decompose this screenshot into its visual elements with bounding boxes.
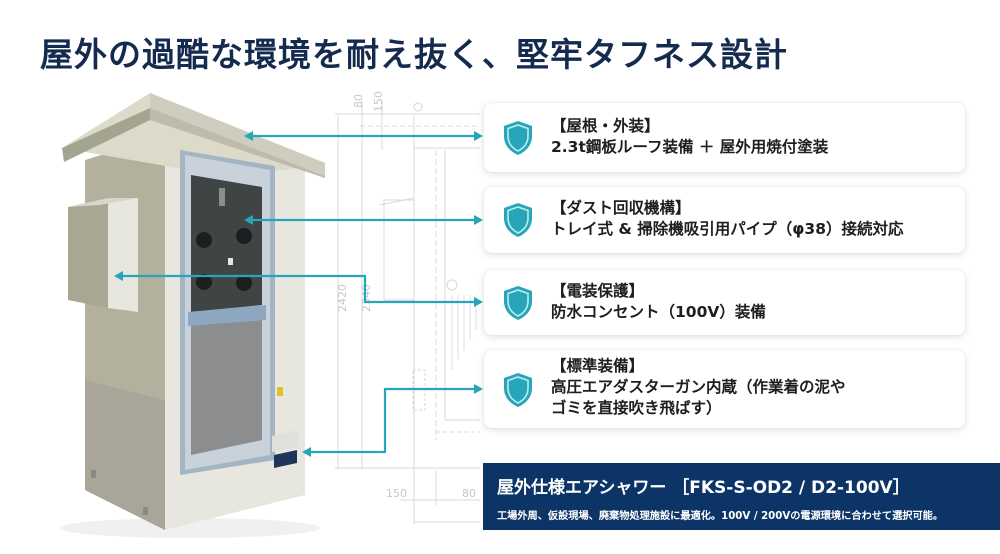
- feature-description: 防水コンセント（100V）装備: [551, 303, 766, 321]
- shield-icon: [504, 203, 532, 237]
- dimension-label: 2420: [336, 284, 349, 312]
- arrow-heads: [114, 131, 483, 457]
- feature-heading: 【標準装備】: [551, 357, 645, 375]
- feature-heading: 【電装保護】: [551, 282, 645, 300]
- shield-icon: [504, 286, 532, 320]
- product-image: [60, 93, 325, 538]
- feature-card-dust: 【ダスト回収機構】 トレイ式 & 掃除機吸引用パイプ（φ38）接続対応: [484, 187, 965, 253]
- drawing-dimension-labels: 80 150 2420 2340 150 80: [336, 91, 476, 500]
- feature-description: トレイ式 & 掃除機吸引用パイプ（φ38）接続対応: [551, 220, 904, 238]
- feature-heading: 【屋根・外装】: [551, 117, 660, 135]
- callout-arrow-equipment: [309, 387, 475, 454]
- shield-icon: [504, 373, 532, 407]
- dimension-label: 2340: [360, 284, 373, 312]
- dimension-label: 150: [372, 91, 385, 112]
- callout-arrow-electrical: [122, 274, 475, 304]
- shield-icon: [504, 121, 532, 155]
- feature-card-equipment: 【標準装備】 高圧エアダスターガン内蔵（作業着の泥や ゴミを直接吹き飛ばす）: [484, 350, 965, 428]
- dimension-label: 80: [462, 487, 476, 500]
- product-summary: 工場外周、仮設現場、廃棄物処理施設に最適化。100V / 200Vの電源環境に合…: [497, 511, 944, 522]
- callout-arrows: [122, 134, 475, 454]
- feature-description: 高圧エアダスターガン内蔵（作業着の泥や: [551, 378, 846, 396]
- dimension-label: 150: [386, 487, 407, 500]
- feature-card-electrical: 【電装保護】 防水コンセント（100V）装備: [484, 270, 965, 335]
- feature-card-roof: 【屋根・外装】 2.3t鋼板ルーフ装備 ＋ 屋外用焼付塗装: [484, 103, 965, 172]
- feature-heading: 【ダスト回収機構】: [551, 199, 691, 217]
- page-title: 屋外の過酷な環境を耐え抜く、堅牢タフネス設計: [40, 35, 788, 74]
- dimension-label: 80: [352, 94, 365, 108]
- product-banner: 屋外仕様エアシャワー ［FKS-S-OD2 / D2-100V］ 工場外周、仮設…: [483, 463, 1000, 530]
- product-model-title: 屋外仕様エアシャワー ［FKS-S-OD2 / D2-100V］: [497, 478, 910, 498]
- technical-drawing: [335, 100, 480, 525]
- feature-description: ゴミを直接吹き飛ばす）: [551, 399, 722, 417]
- feature-description: 2.3t鋼板ルーフ装備 ＋ 屋外用焼付塗装: [551, 138, 829, 156]
